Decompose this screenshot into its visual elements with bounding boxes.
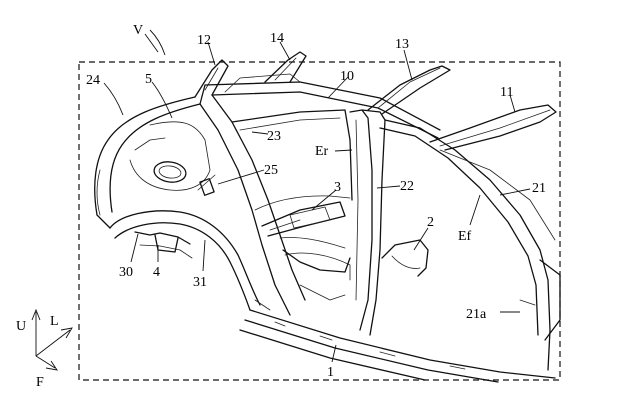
axis-front-label: F bbox=[36, 375, 44, 390]
label-21: 21 bbox=[532, 181, 546, 196]
axis-left-label: L bbox=[50, 314, 59, 329]
label-31: 31 bbox=[193, 275, 207, 290]
label-14: 14 bbox=[270, 31, 284, 46]
label-3: 3 bbox=[334, 180, 341, 195]
label-13: 13 bbox=[395, 37, 409, 52]
label-2: 2 bbox=[427, 215, 434, 230]
reference-labels: V 12 14 13 24 5 10 11 23 Er 25 3 22 21 2… bbox=[86, 23, 546, 380]
label-V: V bbox=[133, 23, 143, 38]
label-4: 4 bbox=[153, 265, 160, 280]
body-structure bbox=[94, 51, 561, 383]
label-24: 24 bbox=[86, 73, 100, 88]
label-12: 12 bbox=[197, 33, 211, 48]
label-Ef: Ef bbox=[458, 229, 472, 244]
view-frame bbox=[78, 61, 561, 381]
label-1: 1 bbox=[327, 365, 334, 380]
label-25: 25 bbox=[264, 163, 278, 178]
label-22: 22 bbox=[400, 179, 414, 194]
label-21a: 21a bbox=[466, 307, 487, 322]
label-30: 30 bbox=[119, 265, 133, 280]
label-Er: Er bbox=[315, 144, 329, 159]
label-10: 10 bbox=[340, 69, 354, 84]
label-23: 23 bbox=[267, 129, 281, 144]
leader-lines bbox=[103, 29, 531, 363]
label-11: 11 bbox=[500, 85, 513, 100]
orientation-axes: U L F bbox=[16, 308, 73, 390]
axis-up-label: U bbox=[16, 319, 26, 334]
label-5: 5 bbox=[145, 72, 152, 87]
